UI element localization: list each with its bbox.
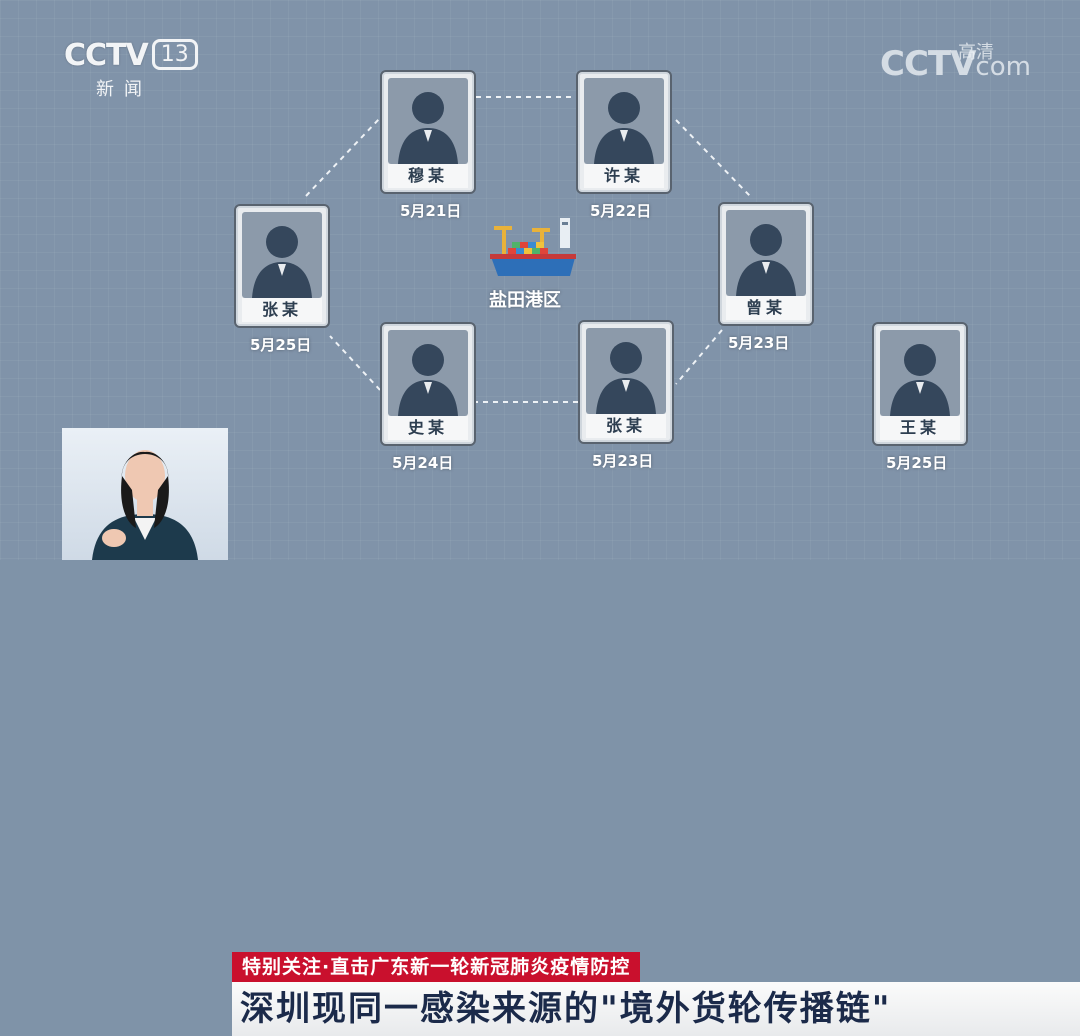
- person-card: 穆某: [380, 70, 476, 194]
- person-name: 张某: [586, 414, 666, 438]
- person-date: 5月23日: [728, 334, 790, 352]
- person-card: 张某: [578, 320, 674, 444]
- person-silhouette-icon: [242, 212, 322, 298]
- cargo-ship-icon: [490, 218, 576, 276]
- person-silhouette-icon: [584, 78, 664, 164]
- banner-subtitle: 特别关注·直击广东新一轮新冠肺炎疫情防控: [232, 952, 641, 982]
- person-card: 曾某: [718, 202, 814, 326]
- news-banner: 特别关注·直击广东新一轮新冠肺炎疫情防控 深圳现同一感染来源的"境外货轮传播链": [0, 476, 1080, 1036]
- port-label: 盐田港区: [489, 290, 561, 311]
- interpreter-figure: [92, 450, 198, 560]
- link-shi-zhang25: [329, 335, 381, 391]
- person-card: 许某: [576, 70, 672, 194]
- person-name: 张某: [242, 298, 322, 322]
- cctv-com-brand: CCTV: [880, 44, 976, 84]
- link-zeng-zhang23: [675, 329, 723, 385]
- hd-mark: 高清: [958, 42, 994, 63]
- person-name: 穆某: [388, 164, 468, 188]
- link-zhang25-mu: [305, 117, 381, 197]
- person-silhouette-icon: [586, 328, 666, 414]
- person-name: 王某: [880, 416, 960, 440]
- banner-headline: 深圳现同一感染来源的"境外货轮传播链": [232, 982, 1080, 1036]
- person-date: 5月25日: [250, 336, 312, 354]
- cctv-com-suffix: com: [975, 52, 1031, 82]
- person-silhouette-icon: [726, 210, 806, 296]
- person-date: 5月21日: [400, 202, 462, 220]
- person-card: 王某: [872, 322, 968, 446]
- connection-lines: [305, 96, 751, 403]
- person-name: 史某: [388, 416, 468, 440]
- person-name: 曾某: [726, 296, 806, 320]
- person-date: 5月25日: [886, 454, 948, 472]
- person-card: 张某: [234, 204, 330, 328]
- channel-number: 13: [151, 39, 198, 70]
- person-date: 5月22日: [590, 202, 652, 220]
- person-silhouette-icon: [388, 330, 468, 416]
- person-card: 史某: [380, 322, 476, 446]
- channel-name: 新闻: [96, 79, 152, 100]
- person-silhouette-icon: [388, 78, 468, 164]
- person-name: 许某: [584, 164, 664, 188]
- cctv-com-logo: CCTVcom 高清: [880, 42, 1031, 84]
- person-date: 5月24日: [392, 454, 454, 472]
- cctv-logo-brand: CCTV: [64, 38, 149, 73]
- person-date: 5月23日: [592, 452, 654, 470]
- link-xu-zeng: [675, 119, 751, 197]
- person-silhouette-icon: [880, 330, 960, 416]
- sign-language-interpreter: [62, 428, 228, 560]
